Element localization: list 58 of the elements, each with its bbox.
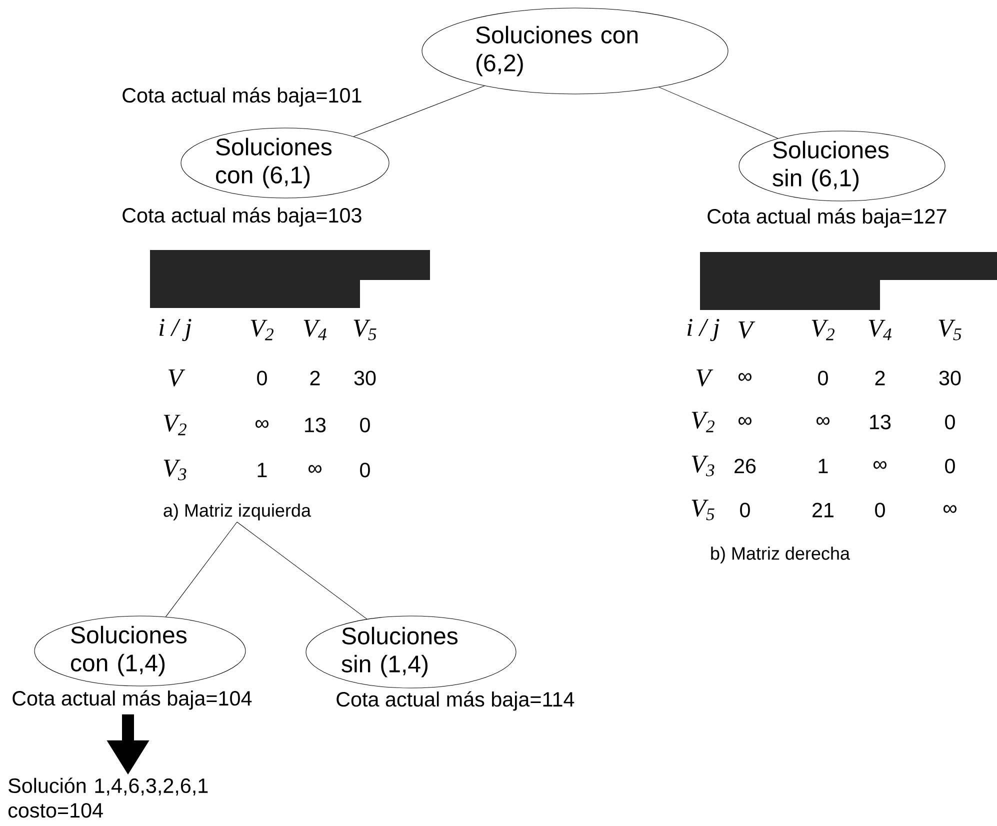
matrix-header: V$_{5}$	[354, 320, 376, 340]
matrix-header: V	[738, 322, 756, 338]
matrix-value: 30	[939, 370, 961, 386]
matrix-header: V$_{4}$	[304, 320, 326, 340]
tree-line	[165, 522, 238, 618]
ellipse-node: Soluciones con (6,1)	[180, 128, 390, 198]
matrix-value: 0	[875, 502, 885, 518]
matrix-value: 2	[310, 370, 320, 386]
matrix-value: ∞	[816, 417, 830, 425]
matrix-value: 0	[360, 462, 370, 478]
matrix-value: ∞	[944, 505, 956, 513]
matrix-value: ∞	[256, 420, 268, 428]
matrix-value: 1	[258, 462, 267, 478]
matrix-header: V$_{2}$	[164, 414, 186, 436]
matrix-value: 13	[870, 414, 891, 430]
caption: a) Matriz izquierda	[164, 504, 311, 520]
matrix-header: V$_{3}$	[164, 460, 186, 480]
ellipse-node: Soluciones con (6,2)	[422, 8, 728, 94]
matrix-value: ∞	[308, 465, 322, 473]
ellipse-node: Soluciones sin (6,1)	[738, 130, 946, 202]
bound-label: Cota actual más baja=114	[336, 691, 574, 711]
matrix-value: 0	[945, 458, 955, 474]
matrix-value: 1	[818, 458, 828, 474]
bound-label: Cota actual más baja=103	[122, 207, 362, 227]
matrix-value: ∞	[738, 373, 752, 381]
tree-line	[236, 522, 368, 620]
caption: b) Matriz derecha	[711, 546, 850, 564]
result-text: Solución 1,4,6,3,2,6,1 costo=104	[8, 778, 208, 818]
matrix-header: V$_{5}$	[692, 500, 714, 520]
ellipse-node: Soluciones con (1,4)	[34, 616, 246, 686]
matrix-value: 21	[812, 502, 834, 518]
matrix-header: i / j	[160, 318, 192, 342]
matrix-header: V$_{5}$	[938, 320, 962, 340]
matrix-header: V	[168, 370, 186, 386]
matrix-value: 0	[257, 370, 267, 386]
matrix-value: ∞	[874, 461, 886, 469]
matrix-header: V	[696, 370, 714, 386]
matrix-value: 0	[740, 502, 750, 518]
matrix-value: 0	[818, 370, 828, 386]
matrix-value: 0	[360, 418, 370, 432]
matrix-value: 2	[875, 370, 885, 386]
matrix-header: V$_{2}$	[692, 412, 714, 432]
matrix-header: V$_{2}$	[812, 320, 834, 340]
bound-label: Cota actual más baja=104	[12, 690, 252, 710]
ellipse-node: Soluciones sin (1,4)	[306, 616, 516, 688]
matrix-header: V$_{2}$	[250, 320, 274, 340]
matrix-value: 30	[354, 370, 376, 386]
bound-label: Cota actual más baja=101	[122, 87, 362, 107]
bound-label: Cota actual más baja=127	[708, 208, 946, 228]
matrix-value: ∞	[738, 417, 752, 425]
matrix-header: i / j	[688, 318, 720, 342]
matrix-header: V$_{4}$	[868, 320, 892, 340]
tree-line	[353, 86, 485, 137]
matrix-header: V$_{3}$	[692, 456, 714, 476]
matrix-value: 26	[734, 458, 756, 474]
matrix-value: 13	[305, 418, 326, 432]
tree-line	[658, 86, 778, 139]
matrix-value: 0	[945, 414, 955, 430]
